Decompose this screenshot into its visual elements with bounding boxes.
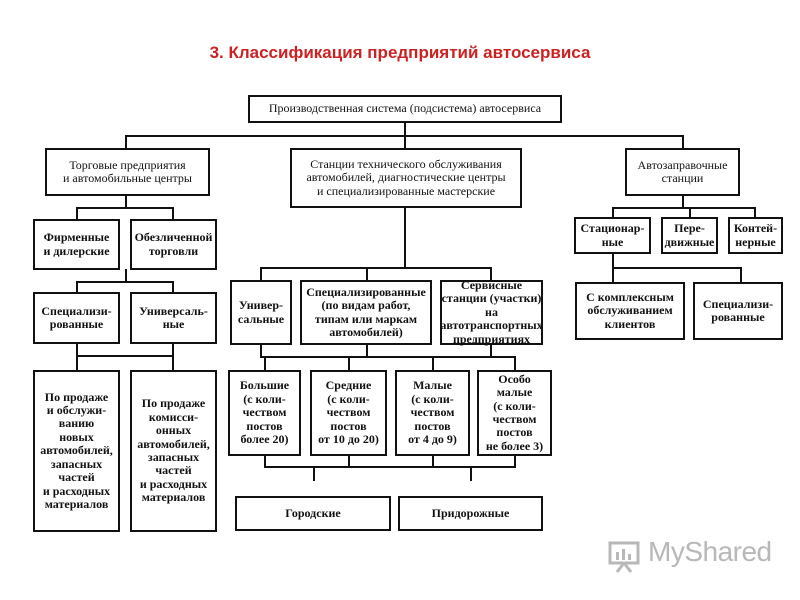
stationary-box: Стационар- ные bbox=[574, 217, 651, 254]
connector bbox=[76, 281, 78, 293]
specialized-fuel-box: Специализи- рованные bbox=[693, 282, 783, 340]
urban-box: Городские bbox=[235, 496, 391, 531]
connector bbox=[514, 455, 516, 467]
connector bbox=[348, 356, 350, 371]
connector bbox=[76, 343, 78, 356]
connector bbox=[76, 355, 78, 371]
brand-dealer-box: Фирменные и дилерские bbox=[33, 219, 120, 270]
connector bbox=[612, 267, 614, 283]
root-box: Производственная система (подсистема) ав… bbox=[248, 95, 562, 123]
fuel-stations-box: Автозаправочные станции bbox=[625, 148, 740, 196]
roadside-box: Придорожные bbox=[398, 496, 543, 531]
connector bbox=[264, 466, 516, 468]
presentation-board-icon bbox=[608, 541, 640, 573]
specialized-trade-box: Специализи- рованные bbox=[33, 292, 120, 344]
connector bbox=[404, 135, 406, 149]
connector bbox=[682, 135, 684, 149]
connector bbox=[260, 267, 262, 281]
universal-sto-box: Универ- сальные bbox=[230, 280, 292, 345]
connector bbox=[125, 135, 127, 149]
connector bbox=[490, 344, 492, 357]
connector bbox=[76, 355, 174, 357]
connector bbox=[264, 356, 266, 371]
connector bbox=[260, 344, 262, 357]
medium-stations-box: Средние (с коли- чеством постов от 10 до… bbox=[310, 370, 387, 456]
large-stations-box: Большие (с коли- чеством постов более 20… bbox=[228, 370, 301, 456]
connector bbox=[404, 207, 406, 268]
connector bbox=[612, 267, 741, 269]
trade-enterprises-box: Торговые предприятия и автомобильные цен… bbox=[45, 148, 210, 196]
connector bbox=[260, 267, 491, 269]
connector bbox=[348, 455, 350, 467]
service-sections-box: Сервисные станции (участки) на автотранс… bbox=[440, 277, 543, 346]
commission-cars-sale-box: По продаже комисси- онных автомобилей, з… bbox=[130, 370, 217, 532]
connector bbox=[612, 253, 614, 268]
specialized-sto-box: Специализированные (по видам работ, типа… bbox=[300, 280, 432, 345]
connector bbox=[514, 356, 516, 371]
connector bbox=[172, 343, 174, 356]
connector bbox=[125, 195, 127, 208]
connector bbox=[740, 267, 742, 283]
complex-service-box: С комплексным обслуживанием клиентов bbox=[575, 282, 685, 340]
impersonal-trade-box: Обезличенной торговли bbox=[130, 219, 217, 270]
connector bbox=[172, 355, 174, 371]
connector bbox=[470, 466, 472, 481]
connector bbox=[689, 207, 691, 218]
universal-trade-box: Универсаль- ные bbox=[130, 292, 217, 344]
connector bbox=[366, 267, 368, 281]
connector bbox=[313, 466, 315, 481]
connector bbox=[682, 195, 684, 208]
connector bbox=[366, 344, 368, 357]
connector bbox=[432, 356, 434, 371]
mobile-box: Пере- движные bbox=[661, 217, 718, 254]
page-title: 3. Классификация предприятий автосервиса bbox=[209, 43, 591, 62]
connector bbox=[612, 207, 755, 209]
connector bbox=[125, 269, 127, 282]
tiny-stations-box: Особо малые (с коли- чеством постов не б… bbox=[477, 370, 552, 456]
connector bbox=[76, 207, 78, 220]
connector bbox=[172, 207, 174, 220]
connector bbox=[404, 122, 406, 136]
container-box: Контей- нерные bbox=[728, 217, 783, 254]
brand-logo-text: MyShared bbox=[648, 536, 772, 567]
connector bbox=[172, 281, 174, 293]
connector bbox=[76, 207, 174, 209]
connector bbox=[612, 207, 614, 218]
small-stations-box: Малые (с коли- чеством постов от 4 до 9) bbox=[395, 370, 470, 456]
connector bbox=[490, 267, 492, 281]
new-cars-sale-box: По продаже и обслужи- ванию новых автомо… bbox=[33, 370, 120, 532]
connector bbox=[260, 356, 515, 358]
connector bbox=[76, 281, 174, 283]
connector bbox=[432, 455, 434, 467]
connector bbox=[754, 207, 756, 218]
service-stations-box: Станции технического обслуживания автомо… bbox=[290, 148, 522, 208]
connector bbox=[264, 455, 266, 467]
